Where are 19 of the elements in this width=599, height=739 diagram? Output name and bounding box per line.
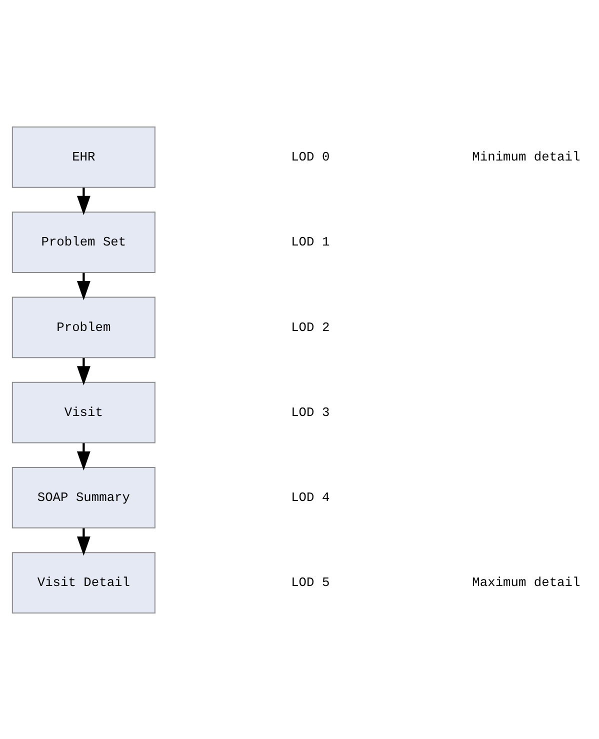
label: LOD 5 <box>291 574 330 590</box>
node-box: Problem Set <box>12 211 156 272</box>
node-box: Problem <box>12 296 156 358</box>
label: LOD 3 <box>291 404 330 420</box>
label: LOD 2 <box>291 319 330 334</box>
label: LOD 0 <box>291 149 330 164</box>
arrow <box>76 187 90 215</box>
node-box: Visit <box>12 381 156 443</box>
node-box: Visit Detail <box>12 552 156 614</box>
label: Minimum detail <box>472 149 580 164</box>
label: LOD 4 <box>291 490 330 505</box>
label: LOD 1 <box>291 234 330 250</box>
arrow <box>76 442 90 470</box>
arrow <box>76 528 90 556</box>
arrow <box>76 272 90 300</box>
label: Maximum detail <box>472 574 580 590</box>
node-box: SOAP Summary <box>12 466 156 528</box>
node-box: EHR <box>12 126 156 188</box>
arrow <box>76 357 90 385</box>
